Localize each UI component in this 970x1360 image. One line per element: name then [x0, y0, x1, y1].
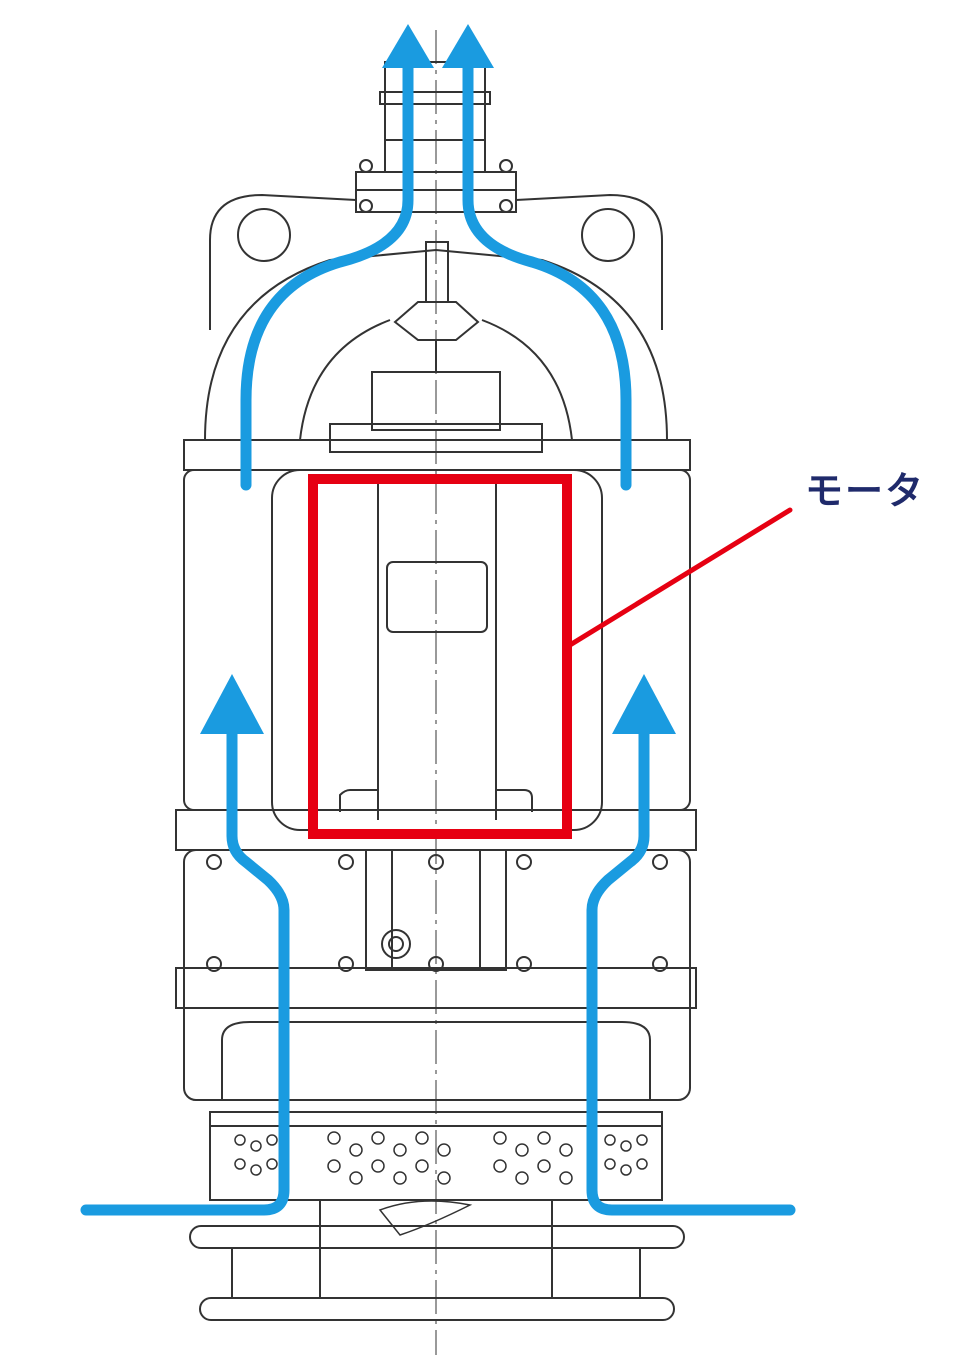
flow-arrow-discharge-left: [240, 56, 414, 491]
pump-line-drawing: [175, 30, 697, 1355]
flow-arrow-discharge-right: [462, 56, 632, 491]
arrow-head-discharge-left: [382, 24, 434, 68]
motor-highlight-box: [308, 474, 572, 839]
motor-leader-line: [567, 507, 793, 648]
strainer-holes: [234, 1131, 648, 1185]
flow-arrows: [80, 56, 796, 1216]
motor-label: モータ: [805, 469, 926, 513]
arrow-head-intake-right: [612, 674, 676, 734]
flow-arrow-intake-left: [80, 719, 290, 1216]
flow-arrow-intake-right: [586, 719, 796, 1216]
flow-arrow-heads: [200, 24, 676, 734]
arrow-head-intake-left: [200, 674, 264, 734]
arrow-head-discharge-right: [442, 24, 494, 68]
